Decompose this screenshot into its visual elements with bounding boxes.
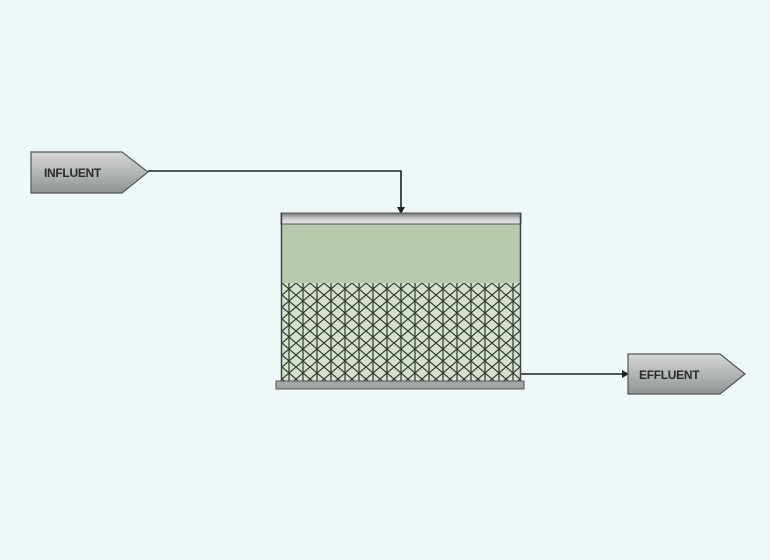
influent-label: INFLUENT [44, 166, 102, 180]
effluent-arrow-icon [622, 370, 629, 378]
tank-lid [280, 212, 522, 225]
effluent-label: EFFLUENT [639, 368, 700, 382]
filter-media [282, 283, 520, 382]
effluent-tag: EFFLUENT [627, 353, 746, 395]
tank-water [282, 222, 520, 284]
influent-tag: INFLUENT [30, 151, 149, 194]
tank-base [275, 380, 525, 390]
influent-arrow-icon [397, 207, 405, 214]
influent-pipe [148, 170, 402, 209]
filter-tank [275, 212, 525, 390]
